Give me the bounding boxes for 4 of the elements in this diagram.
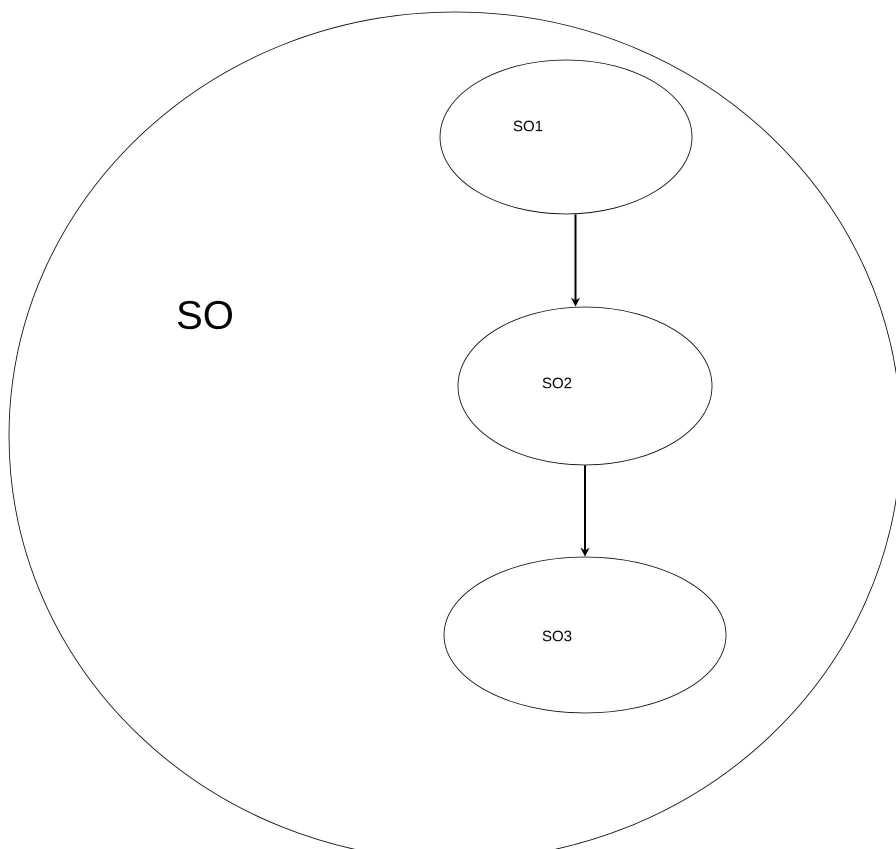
ellipse-label: SO1	[514, 120, 542, 132]
ellipse-label: SO	[178, 300, 232, 330]
ellipse-label: SO2	[542, 378, 572, 388]
ellipse-label: SO3	[542, 630, 572, 642]
